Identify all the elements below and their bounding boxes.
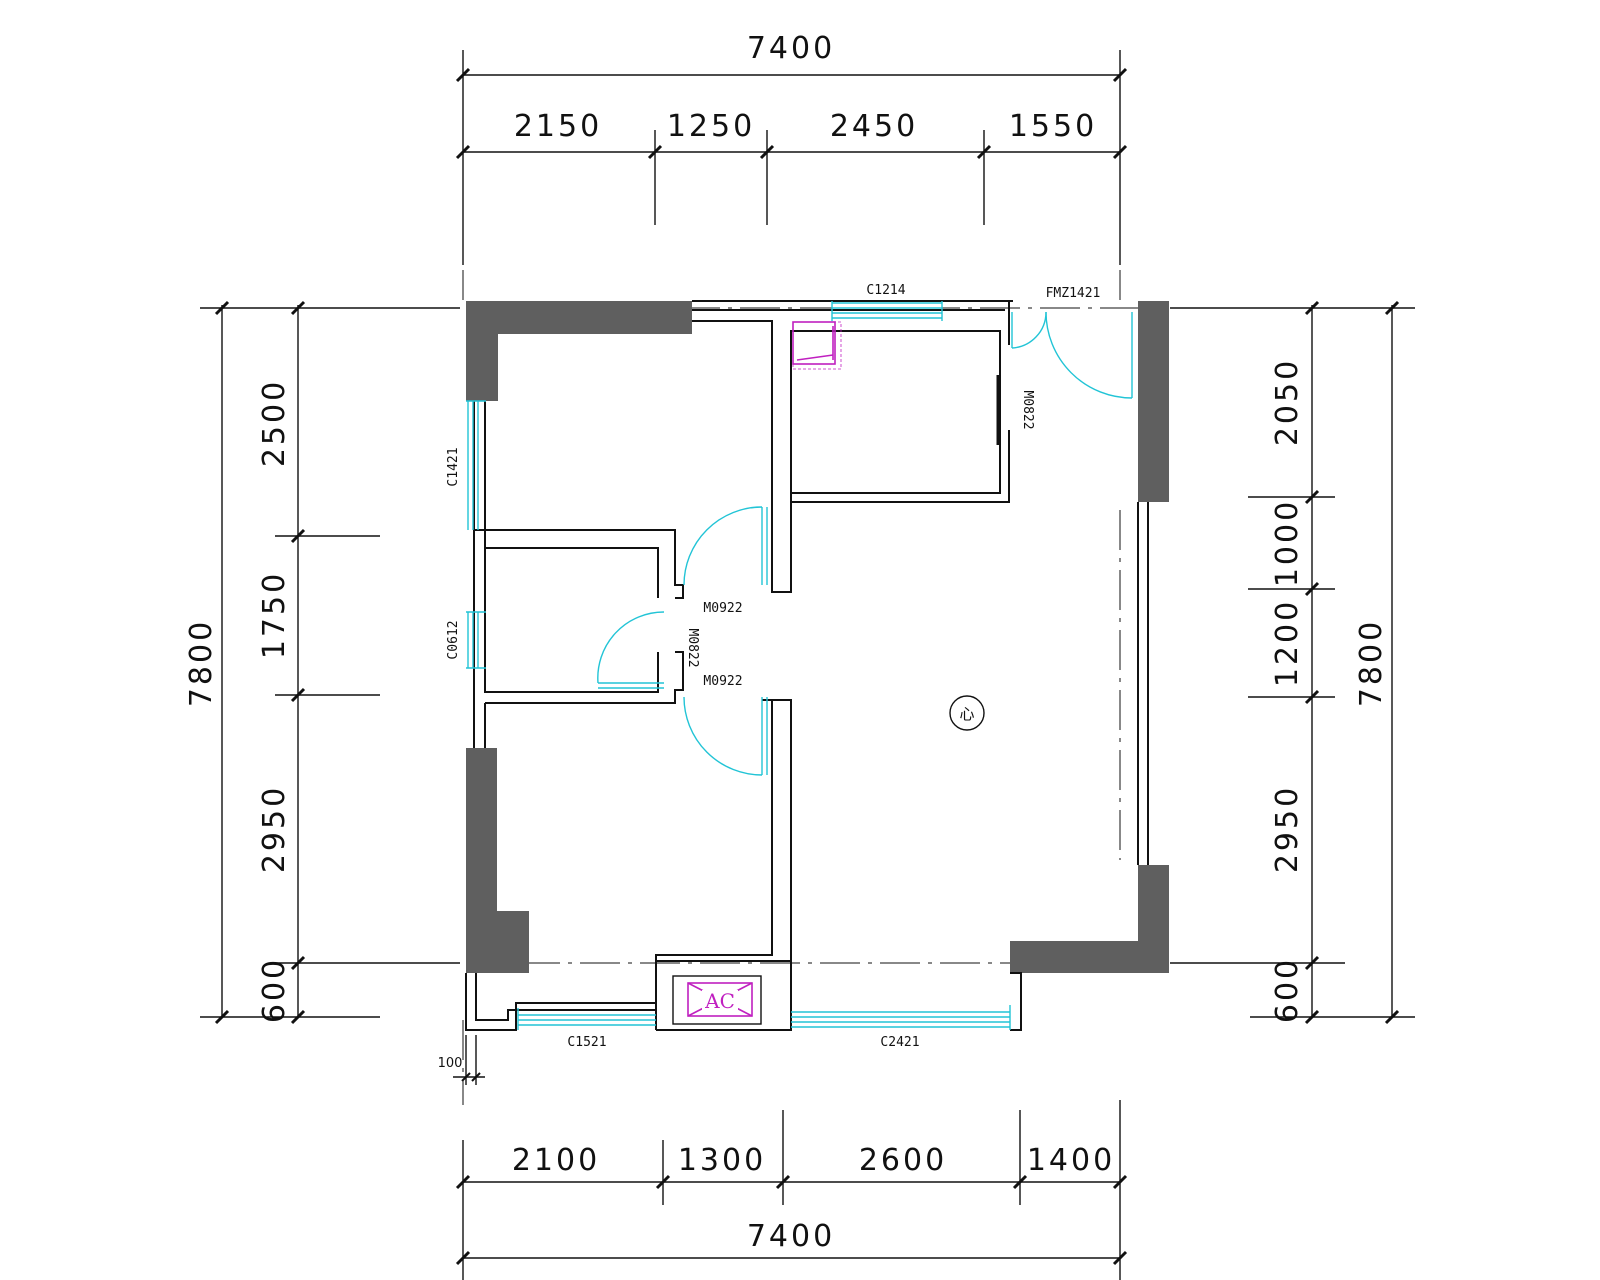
dim-bottom-total: 7400	[747, 1219, 835, 1254]
door-m0922-lower	[683, 696, 768, 776]
dim-left-seg-2: 1750	[257, 571, 292, 659]
label-m0822-top: M0822	[1020, 390, 1035, 429]
label-c1521: C1521	[567, 1035, 606, 1050]
structural-walls	[466, 301, 1169, 973]
dim-right-seg-5: 600	[1270, 957, 1305, 1023]
dim-right-seg-4: 2950	[1270, 785, 1305, 873]
dim-right-seg-3: 1200	[1270, 599, 1305, 687]
interior-walls	[465, 300, 1149, 1031]
dim-left-seg-3: 2950	[257, 785, 292, 873]
dim-right-seg-1: 2050	[1270, 358, 1305, 446]
window-c1214	[831, 301, 943, 321]
door-m0922-upper	[683, 506, 768, 586]
offset-dimension: 100	[438, 1035, 485, 1085]
door-fmz1421	[1011, 311, 1133, 399]
axis-lines	[462, 270, 1160, 1105]
dim-bottom-seg-4: 1400	[1027, 1143, 1115, 1178]
dim-left-seg-4: 600	[257, 957, 292, 1023]
window-c0612	[466, 611, 486, 669]
ac-unit: AC	[672, 975, 762, 1025]
dim-top-seg-1: 2150	[514, 109, 602, 144]
cabinet-fixture	[792, 321, 842, 370]
window-c1421	[466, 400, 486, 530]
dim-left-seg-1: 2500	[257, 379, 292, 467]
dim-top-seg-3: 2450	[830, 109, 918, 144]
windows	[466, 301, 1011, 1030]
dim-bottom-seg-2: 1300	[678, 1143, 766, 1178]
dim-bottom-seg-3: 2600	[859, 1143, 947, 1178]
top-dimensions: 7400 2150 1250 2450 1550	[455, 31, 1128, 265]
ac-label: AC	[704, 989, 735, 1013]
dim-top-total: 7400	[747, 31, 835, 66]
dim-top-seg-2: 1250	[667, 109, 755, 144]
dim-top-seg-4: 1550	[1009, 109, 1097, 144]
label-m0922-lower: M0922	[703, 674, 742, 689]
right-dimensions: 2050 1000 1200 2950 600 7800	[1170, 300, 1415, 1025]
doors	[597, 311, 1133, 776]
label-c2421: C2421	[880, 1035, 919, 1050]
dim-right-total: 7800	[1354, 619, 1389, 707]
label-c1421: C1421	[446, 447, 461, 486]
indoor-symbol: 心	[949, 695, 985, 731]
dim-left-total: 7800	[184, 619, 219, 707]
label-m0922-upper: M0922	[703, 601, 742, 616]
window-c1521	[517, 1008, 656, 1030]
dim-right-seg-2: 1000	[1270, 499, 1305, 587]
fixtures: AC 心	[672, 321, 985, 1025]
indoor-symbol-text: 心	[959, 705, 974, 723]
bottom-dimensions: 2100 1300 2600 1400 7400	[455, 1100, 1128, 1280]
dim-bottom-seg-1: 2100	[512, 1143, 600, 1178]
label-c1214: C1214	[866, 283, 905, 298]
door-m0822-mid	[597, 611, 665, 689]
left-dimensions: 7800 2500 1750 2950 600	[184, 300, 460, 1025]
dim-offset: 100	[438, 1056, 463, 1071]
opening-labels: C1214 FMZ1421 M0822 C1421 C0612 M0922 M0…	[446, 283, 1100, 1050]
label-m0822-mid: M0822	[685, 628, 700, 667]
label-c0612: C0612	[446, 620, 461, 659]
window-c2421	[791, 1005, 1011, 1030]
label-fmz1421: FMZ1421	[1046, 286, 1101, 301]
